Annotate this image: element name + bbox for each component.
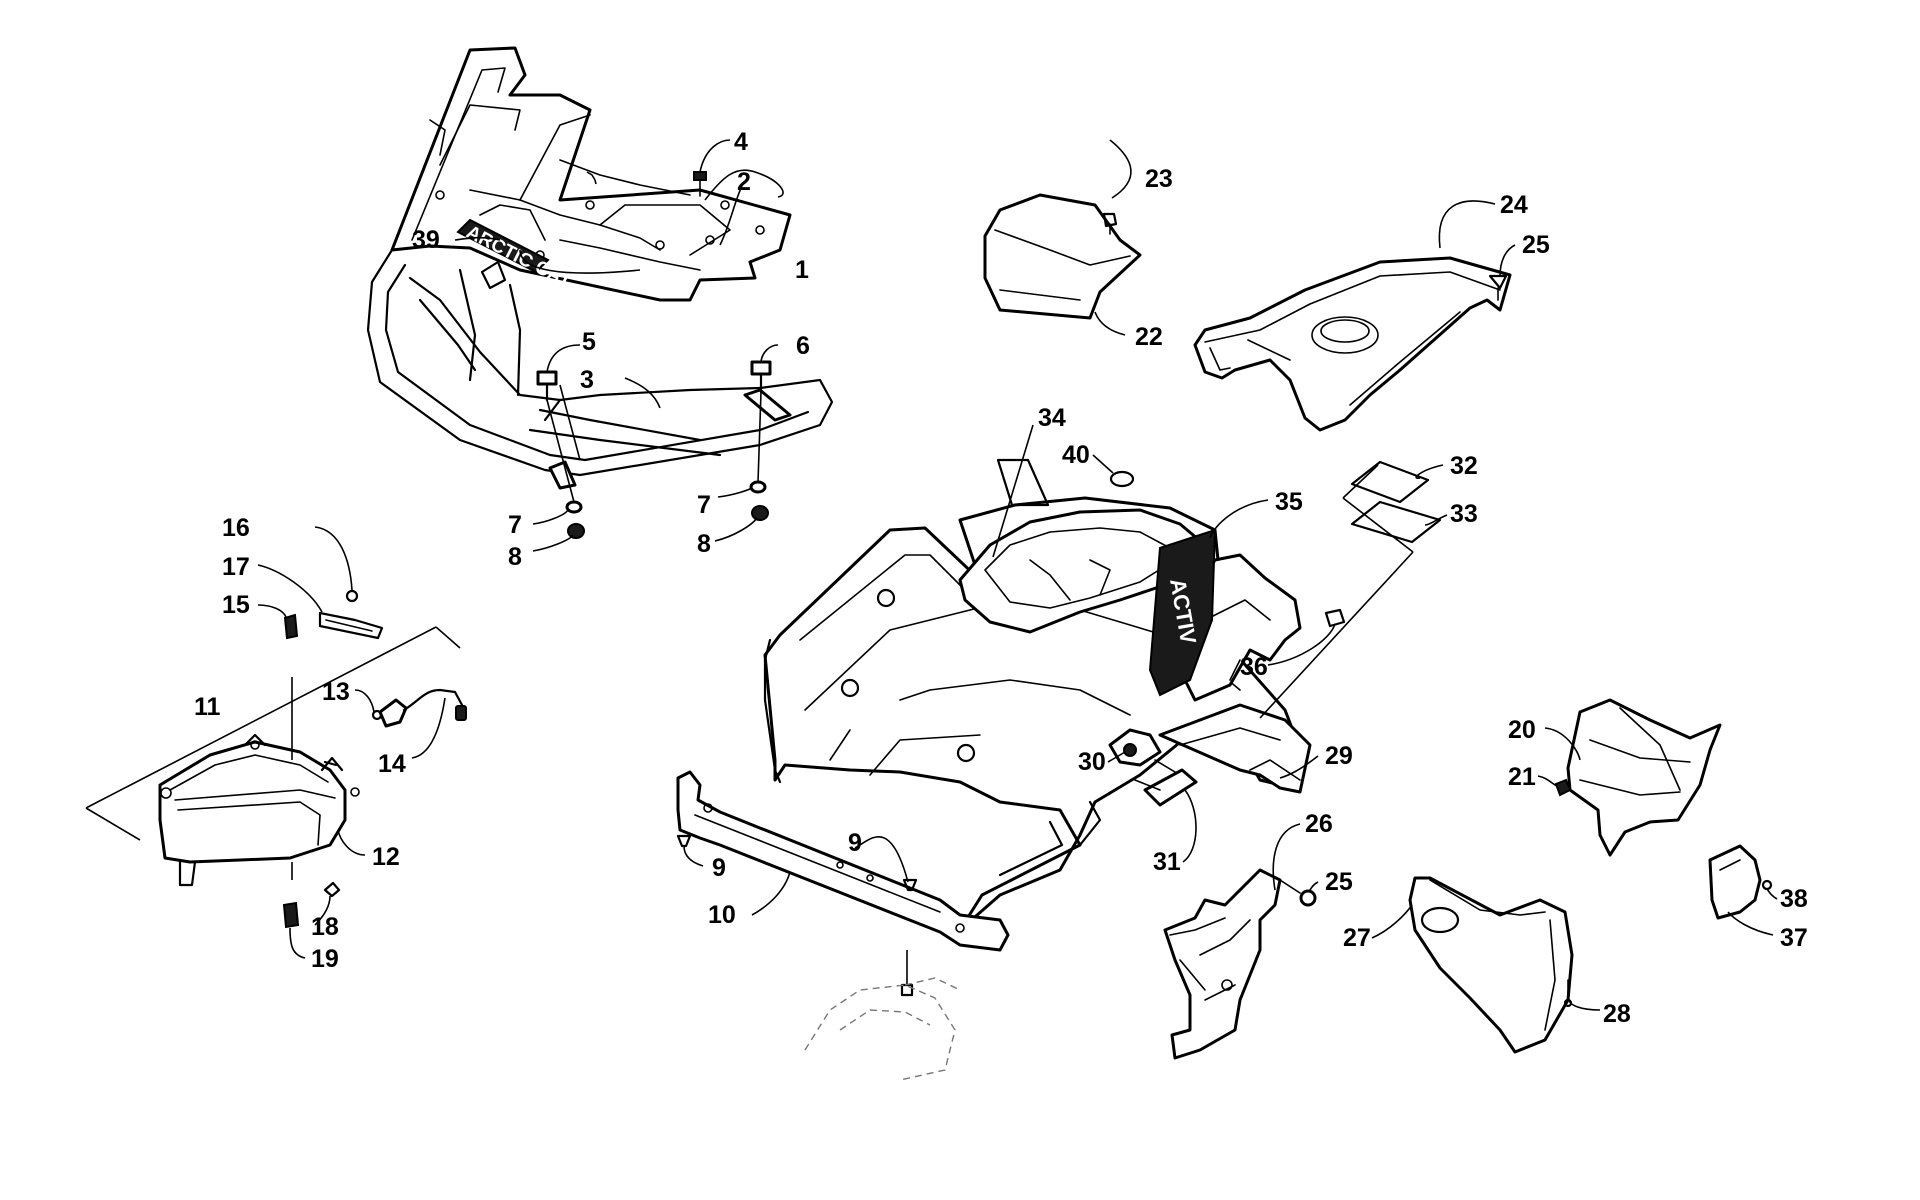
callout-23: 23 — [1145, 165, 1173, 193]
callout-8-left: 8 — [508, 543, 522, 571]
callout-37: 37 — [1780, 924, 1808, 952]
callout-31: 31 — [1153, 848, 1181, 876]
callout-13: 13 — [322, 678, 350, 706]
fastener-6 — [750, 360, 772, 394]
storage-cover — [1193, 256, 1512, 432]
callout-40: 40 — [1062, 441, 1090, 469]
fastener-5 — [536, 370, 558, 402]
decal-32 — [1350, 460, 1430, 504]
side-panel-right — [1566, 698, 1722, 857]
callout-39: 39 — [412, 226, 440, 254]
screw-9-right — [902, 878, 918, 892]
callout-28: 28 — [1603, 1000, 1631, 1028]
front-bumper — [366, 248, 834, 490]
callout-5: 5 — [582, 328, 596, 356]
cap-40 — [1109, 470, 1135, 488]
grommet-30 — [1108, 728, 1162, 767]
fastener-4 — [693, 171, 707, 197]
callout-10: 10 — [708, 901, 736, 929]
rivet-25-lower — [1299, 889, 1317, 907]
callout-16: 16 — [222, 514, 250, 542]
decal-17 — [318, 611, 384, 640]
decal-33 — [1350, 500, 1442, 544]
bulb-13 — [371, 698, 408, 728]
screw-26 — [1279, 879, 1301, 894]
callout-2: 2 — [737, 168, 751, 196]
nut-21 — [1554, 778, 1572, 797]
callout-20: 20 — [1508, 716, 1536, 744]
callout-3: 3 — [580, 366, 594, 394]
washer-7-left — [565, 500, 583, 514]
headlight-assembly — [85, 626, 461, 887]
screw-36 — [1324, 608, 1346, 628]
leader-lines — [257, 139, 1778, 1011]
callout-1: 1 — [795, 256, 809, 284]
callout-21: 21 — [1508, 763, 1536, 791]
screw-18 — [323, 881, 341, 898]
callout-33: 33 — [1450, 500, 1478, 528]
callout-12: 12 — [372, 843, 400, 871]
panel-37 — [1708, 844, 1762, 920]
callout-18: 18 — [311, 913, 339, 941]
callout-7-right: 7 — [697, 491, 711, 519]
screw-23 — [1102, 212, 1118, 235]
screw-38 — [1761, 879, 1773, 891]
callout-labels: 1 2 3 4 5 6 7 7 8 8 9 9 10 11 12 13 14 1… — [194, 128, 1808, 1028]
callout-27: 27 — [1343, 924, 1371, 952]
lower-cover — [1408, 876, 1574, 1054]
callout-24: 24 — [1500, 191, 1528, 219]
clip-15 — [283, 613, 299, 640]
callout-14: 14 — [378, 750, 406, 778]
screw-9-left — [676, 834, 692, 848]
washer-7-right — [749, 480, 767, 494]
nut-8-left — [567, 523, 585, 539]
windshield — [983, 193, 1142, 320]
inner-fender-left — [1163, 868, 1282, 1060]
callout-9-right: 9 — [848, 829, 862, 857]
callout-11: 11 — [194, 693, 221, 721]
callout-8-right: 8 — [697, 530, 711, 558]
callout-6: 6 — [796, 332, 810, 360]
wire-harness-14 — [402, 688, 467, 721]
rivet-25-top — [1488, 274, 1508, 301]
callout-7-left: 7 — [508, 511, 522, 539]
fascia-bar — [676, 770, 1010, 997]
front-fender: ACTIV — [763, 496, 1312, 932]
cap-31 — [1134, 759, 1198, 807]
callout-32: 32 — [1450, 452, 1478, 480]
nut-8-right — [751, 505, 769, 521]
callout-38: 38 — [1780, 885, 1808, 913]
callout-26: 26 — [1305, 810, 1333, 838]
screw-16 — [345, 589, 359, 603]
callout-25-top: 25 — [1522, 231, 1550, 259]
callout-4: 4 — [734, 128, 748, 156]
callout-25-lower: 25 — [1325, 868, 1353, 896]
callout-19: 19 — [311, 945, 339, 973]
callout-17: 17 — [222, 553, 250, 581]
callout-22: 22 — [1135, 323, 1163, 351]
callout-36: 36 — [1240, 653, 1268, 681]
callout-9-left: 9 — [712, 854, 726, 882]
decal-34 — [996, 458, 1050, 507]
callout-30: 30 — [1078, 748, 1106, 776]
callout-34: 34 — [1038, 404, 1066, 432]
callout-35: 35 — [1275, 488, 1303, 516]
frame-reference-ghost — [804, 977, 961, 1081]
clip-19 — [282, 901, 300, 929]
callout-29: 29 — [1325, 742, 1353, 770]
callout-15: 15 — [222, 591, 250, 619]
